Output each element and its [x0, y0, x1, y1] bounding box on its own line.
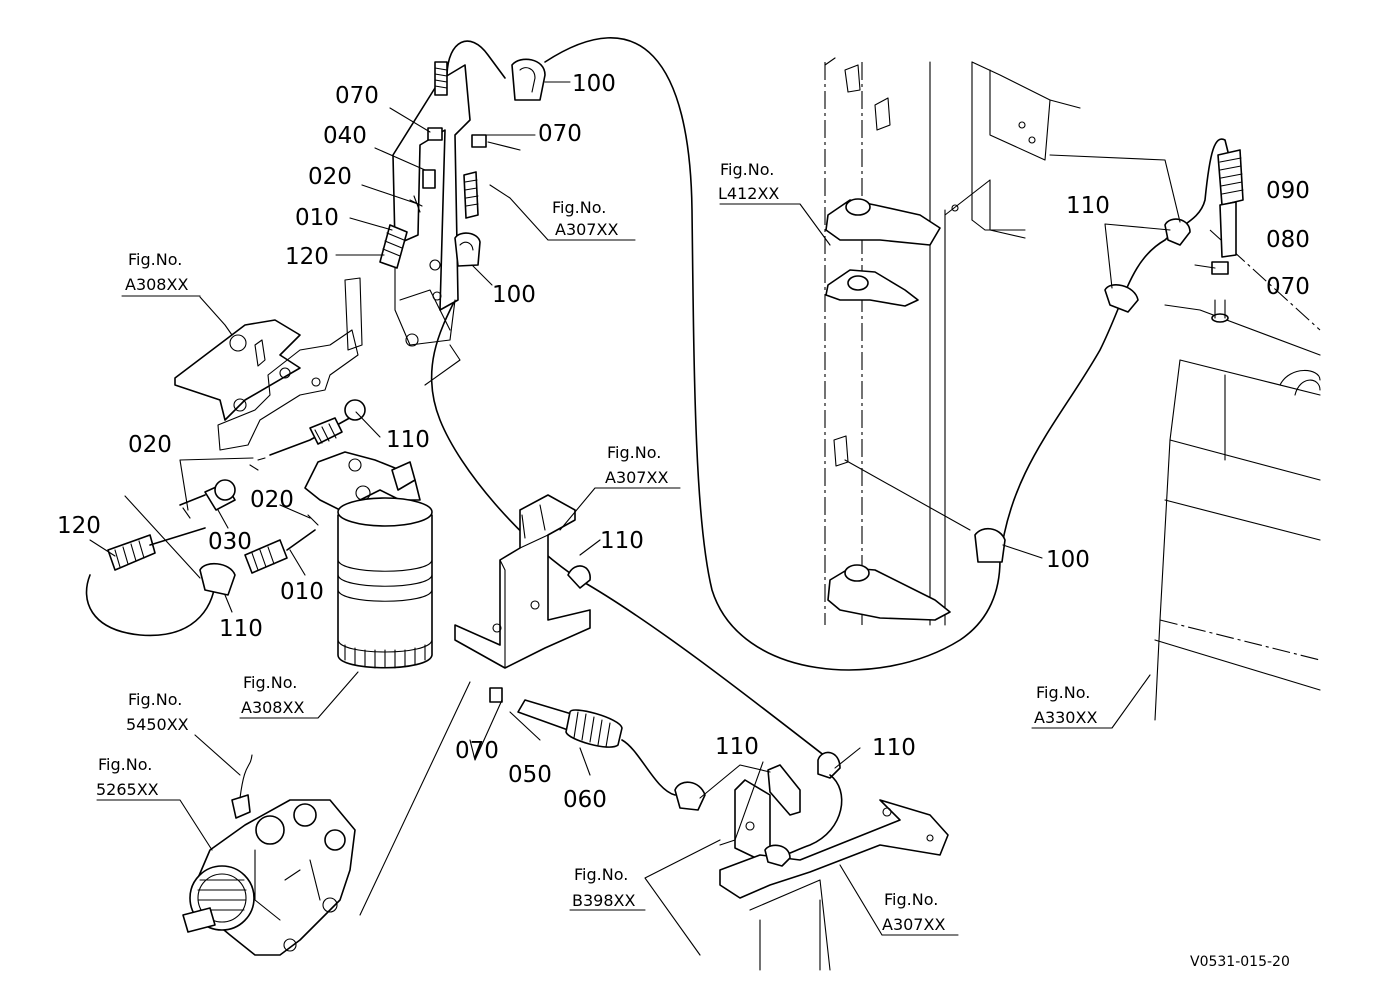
throttle-cable-main: [446, 37, 1231, 671]
callout-010-a: 010: [295, 205, 339, 231]
fig-ref-a308-filter: Fig.No. A308XX: [241, 673, 304, 717]
callout-100-top: 100: [572, 71, 616, 97]
svg-text:5265XX: 5265XX: [96, 780, 159, 799]
callout-120-b: 120: [57, 513, 101, 539]
clamp-100-mid: [454, 232, 481, 267]
svg-text:Fig.No.: Fig.No.: [98, 755, 152, 774]
callout-110-a: 110: [386, 427, 430, 453]
spring-120-upper: [379, 224, 408, 269]
callout-070-c: 070: [455, 738, 499, 764]
callout-070-b: 070: [538, 121, 582, 147]
callout-020-a: 020: [308, 164, 352, 190]
callout-010-b: 010: [280, 579, 324, 605]
svg-text:L412XX: L412XX: [718, 184, 779, 203]
callout-070-d: 070: [1266, 274, 1310, 300]
svg-text:A308XX: A308XX: [125, 275, 188, 294]
fig-ref-b398: Fig.No. B398XX: [572, 865, 635, 910]
svg-text:A307XX: A307XX: [605, 468, 668, 487]
svg-text:A308XX: A308XX: [241, 698, 304, 717]
svg-text:B398XX: B398XX: [572, 891, 635, 910]
callout-110-c: 110: [600, 528, 644, 554]
leader-lines: [89, 81, 1216, 956]
svg-text:A330XX: A330XX: [1034, 708, 1097, 727]
right-body: [1154, 229, 1321, 721]
fig-ref-a330: Fig.No. A330XX: [1034, 683, 1097, 727]
fig-ref-5450: Fig.No. 5450XX: [126, 690, 189, 734]
svg-text:Fig.No.: Fig.No.: [884, 890, 938, 909]
svg-text:Fig.No.: Fig.No.: [552, 198, 606, 217]
right-frame: [824, 57, 1081, 626]
lower-cable-parts: [489, 687, 843, 858]
callout-110-f: 110: [1066, 193, 1110, 219]
upper-bracket: [392, 64, 471, 386]
figure-references: Fig.No. A307XX Fig.No. A308XX Fig.No. L4…: [96, 160, 1097, 934]
fig-ref-5265: Fig.No. 5265XX: [96, 755, 159, 799]
callout-050: 050: [508, 762, 552, 788]
fig-ref-a307-bottom: Fig.No. A307XX: [882, 890, 945, 934]
part-callouts: 100 070 070 040 020 010 120 100 110 020 …: [57, 71, 1310, 813]
upper-spring-left: [434, 61, 448, 96]
upper-spring-right: [463, 171, 479, 219]
callout-090: 090: [1266, 178, 1310, 204]
fig-ref-a308-left: Fig.No. A308XX: [121, 250, 201, 297]
callout-100-mid: 100: [492, 282, 536, 308]
svg-text:A307XX: A307XX: [555, 220, 618, 239]
callout-080: 080: [1266, 227, 1310, 253]
cable-end-right: [974, 149, 1244, 563]
left-plate: [174, 277, 363, 451]
callout-020-b: 020: [128, 432, 172, 458]
fig-ref-a307-top: Fig.No. A307XX: [552, 198, 618, 239]
svg-text:Fig.No.: Fig.No.: [720, 160, 774, 179]
svg-text:Fig.No.: Fig.No.: [128, 250, 182, 269]
callout-040: 040: [323, 123, 367, 149]
callout-120-a: 120: [285, 244, 329, 270]
callout-110-d: 110: [715, 734, 759, 760]
svg-text:A307XX: A307XX: [882, 915, 945, 934]
lower-bracket: [719, 764, 949, 971]
rod-assembly-left: [85, 399, 366, 637]
callout-110-b: 110: [219, 616, 263, 642]
callout-110-e: 110: [872, 735, 916, 761]
callout-070-a: 070: [335, 83, 379, 109]
callout-100-right: 100: [1046, 547, 1090, 573]
fuel-filter: [304, 451, 433, 669]
middle-bracket: [454, 494, 591, 669]
svg-text:Fig.No.: Fig.No.: [607, 443, 661, 462]
nuts-upper: [409, 127, 487, 213]
callout-020-c: 020: [250, 487, 294, 513]
callout-030: 030: [208, 529, 252, 555]
callout-060: 060: [563, 787, 607, 813]
clamp-100-top: [511, 58, 546, 101]
svg-text:Fig.No.: Fig.No.: [243, 673, 297, 692]
injection-pump: [182, 754, 356, 956]
svg-text:Fig.No.: Fig.No.: [574, 865, 628, 884]
svg-text:Fig.No.: Fig.No.: [128, 690, 182, 709]
svg-text:5450XX: 5450XX: [126, 715, 189, 734]
fig-ref-a307-mid: Fig.No. A307XX: [605, 443, 668, 487]
fig-ref-l412: Fig.No. L412XX: [718, 160, 779, 203]
drawing-code: V0531-015-20: [1190, 954, 1290, 970]
svg-text:Fig.No.: Fig.No.: [1036, 683, 1090, 702]
